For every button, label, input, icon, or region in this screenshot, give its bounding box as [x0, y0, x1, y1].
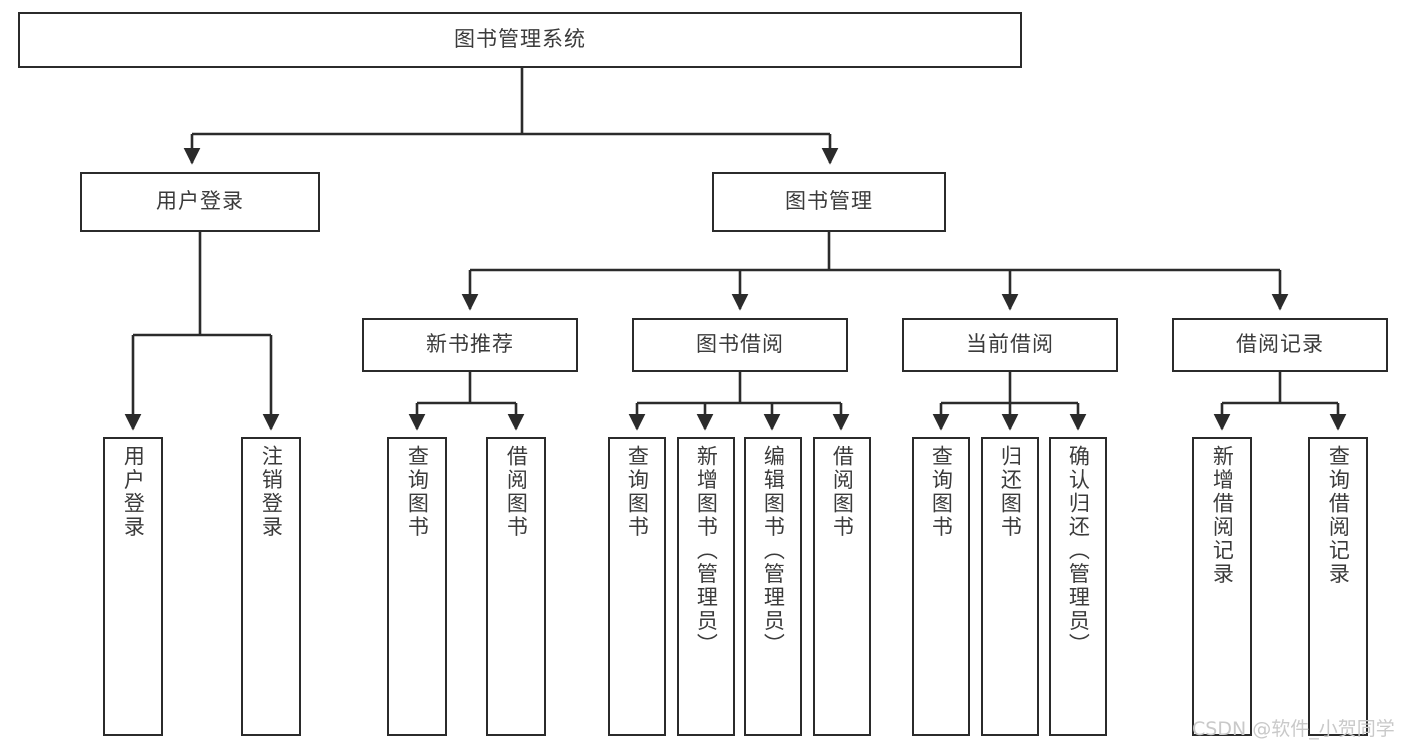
node-label: 借阅图书 [504, 445, 529, 539]
node-label: 查询图书 [405, 445, 430, 539]
leaf-borrow-book-recommend[interactable]: 借阅图书 [486, 437, 546, 736]
leaf-return-book[interactable]: 归还图书 [981, 437, 1039, 736]
leaf-query-book-borrow[interactable]: 查询图书 [608, 437, 666, 736]
leaf-add-borrow-record[interactable]: 新增借阅记录 [1192, 437, 1252, 736]
leaf-query-borrow-record[interactable]: 查询借阅记录 [1308, 437, 1368, 736]
node-label: 新增图书（管理员） [694, 445, 719, 657]
node-label: 用户登录 [121, 445, 146, 539]
node-label: 图书管理 [785, 189, 873, 214]
leaf-query-book-recommend[interactable]: 查询图书 [387, 437, 447, 736]
leaf-confirm-return-admin[interactable]: 确认归还（管理员） [1049, 437, 1107, 736]
node-current-borrow[interactable]: 当前借阅 [902, 318, 1118, 372]
node-label: 确认归还（管理员） [1066, 445, 1091, 657]
leaf-logout[interactable]: 注销登录 [241, 437, 301, 736]
node-label: 归还图书 [998, 445, 1023, 539]
node-book-borrow[interactable]: 图书借阅 [632, 318, 848, 372]
leaf-edit-book-admin[interactable]: 编辑图书（管理员） [744, 437, 802, 736]
node-label: 图书管理系统 [454, 27, 586, 52]
watermark-text: CSDN @软件_小贺同学 [1192, 718, 1395, 740]
node-label: 注销登录 [259, 445, 284, 539]
node-book-management[interactable]: 图书管理 [712, 172, 946, 232]
node-label: 新书推荐 [426, 332, 514, 357]
leaf-user-login[interactable]: 用户登录 [103, 437, 163, 736]
node-label: 新增借阅记录 [1210, 445, 1235, 586]
node-label: 查询图书 [929, 445, 954, 539]
leaf-query-book-current[interactable]: 查询图书 [912, 437, 970, 736]
node-label: 借阅图书 [830, 445, 855, 539]
leaf-add-book-admin[interactable]: 新增图书（管理员） [677, 437, 735, 736]
node-label: 借阅记录 [1236, 332, 1324, 357]
node-label: 用户登录 [156, 189, 244, 214]
node-borrow-record[interactable]: 借阅记录 [1172, 318, 1388, 372]
leaf-borrow-book[interactable]: 借阅图书 [813, 437, 871, 736]
node-new-book-recommend[interactable]: 新书推荐 [362, 318, 578, 372]
node-label: 查询借阅记录 [1326, 445, 1351, 586]
node-label: 图书借阅 [696, 332, 784, 357]
node-label: 查询图书 [625, 445, 650, 539]
node-label: 当前借阅 [966, 332, 1054, 357]
node-label: 编辑图书（管理员） [761, 445, 786, 657]
node-user-login[interactable]: 用户登录 [80, 172, 320, 232]
node-root-system[interactable]: 图书管理系统 [18, 12, 1022, 68]
